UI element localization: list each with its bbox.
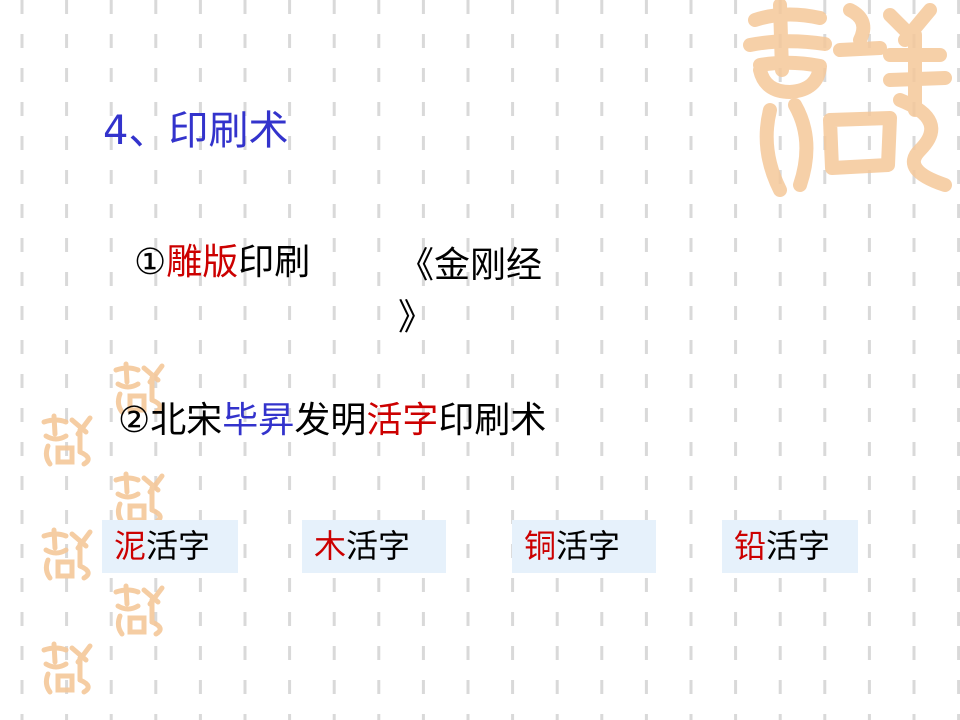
large-seal-calligraphy — [743, 0, 952, 197]
lead-type-box: 铅活字 — [722, 520, 858, 573]
circled-number-1: ① — [134, 242, 167, 283]
bi-sheng-name: 毕昇 — [222, 400, 295, 441]
small-seal-stamp — [113, 361, 165, 415]
movable-type-line: ②北宋毕昇发明活字印刷术 — [118, 396, 546, 446]
type-suffix: 活字 — [346, 527, 411, 565]
type-material: 木 — [314, 527, 347, 565]
woodblock-term: 雕版 — [166, 242, 239, 283]
small-seal-stamp — [41, 641, 93, 695]
invented-term: 发明 — [294, 400, 367, 441]
wood-type-box: 木活字 — [302, 520, 446, 573]
type-suffix: 活字 — [556, 527, 621, 565]
type-suffix: 活字 — [146, 527, 211, 565]
small-seal-stamp — [41, 413, 93, 467]
small-seal-stamp — [113, 471, 165, 525]
slide-title: 4、印刷术 — [103, 108, 289, 154]
circled-number-2: ② — [118, 400, 151, 441]
small-seal-stamp — [113, 583, 165, 637]
small-seal-stamp — [41, 527, 93, 581]
type-suffix: 活字 — [766, 527, 831, 565]
type-material: 铅 — [734, 527, 767, 565]
northern-song-term: 北宋 — [150, 400, 223, 441]
woodblock-printing-line: ①雕版印刷 — [134, 238, 310, 288]
book-title-close: 》 — [398, 297, 435, 338]
book-title-open: 《金刚经 — [398, 245, 543, 286]
copper-type-box: 铜活字 — [512, 520, 656, 573]
type-material: 泥 — [114, 527, 147, 565]
printing-term: 印刷 — [238, 242, 311, 283]
clay-type-box: 泥活字 — [102, 520, 238, 573]
type-material: 铜 — [524, 527, 557, 565]
movable-type-term: 活字 — [366, 400, 439, 441]
diamond-sutra-title: 《金刚经 》 — [398, 240, 598, 344]
printing-technique-term: 印刷术 — [438, 400, 547, 441]
